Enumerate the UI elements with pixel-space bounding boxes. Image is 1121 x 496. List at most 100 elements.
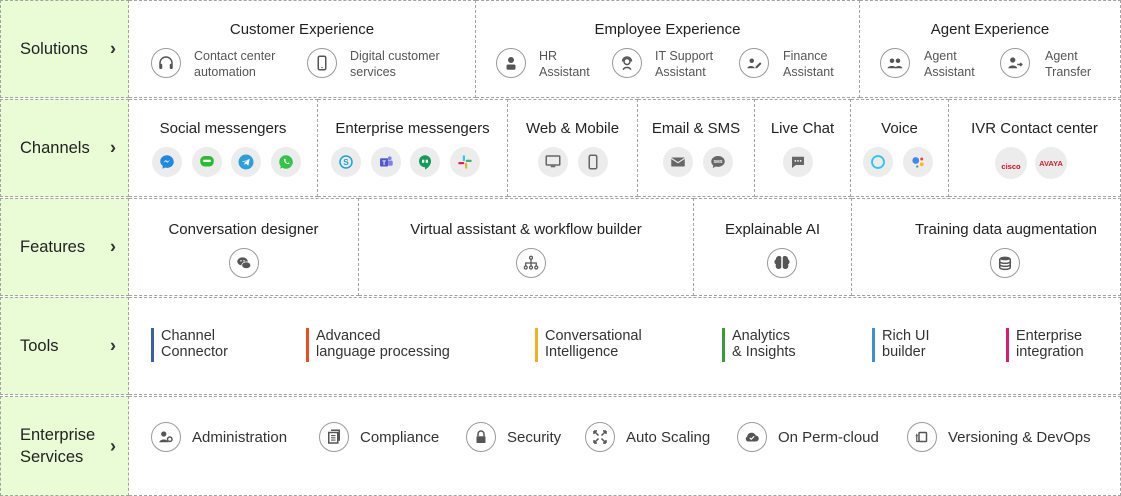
email-icon bbox=[663, 147, 693, 177]
service-versioning-devops[interactable]: Versioning & DevOps bbox=[907, 422, 1091, 452]
compliance-icon bbox=[319, 422, 349, 452]
tool-label: Channel bbox=[161, 328, 216, 344]
desktop-icon bbox=[538, 147, 568, 177]
hangouts-icon bbox=[410, 147, 440, 177]
channel-ivr-contact-center[interactable]: IVR Contact center cisco AVAYA bbox=[949, 99, 1121, 197]
tool-label: Intelligence bbox=[545, 344, 619, 360]
service-auto-scaling[interactable]: Auto Scaling bbox=[585, 422, 710, 452]
chevron-right-icon: › bbox=[110, 38, 116, 59]
google-assistant-icon bbox=[903, 147, 933, 177]
solution-title: Agent Experience bbox=[930, 21, 1050, 38]
solution-title: Employee Experience bbox=[594, 21, 741, 38]
channel-title: Voice bbox=[881, 120, 918, 137]
tool-label: builder bbox=[882, 344, 926, 360]
chevron-right-icon: › bbox=[110, 137, 116, 158]
service-compliance[interactable]: Compliance bbox=[319, 422, 439, 452]
feature-conversation-designer[interactable]: Conversation designer bbox=[129, 198, 359, 296]
transfer-icon bbox=[1000, 48, 1030, 78]
tool-accent-bar bbox=[151, 328, 154, 362]
row-label-tools[interactable]: Tools › bbox=[0, 297, 129, 395]
channel-web-mobile[interactable]: Web & Mobile bbox=[508, 99, 638, 197]
line-icon bbox=[192, 147, 222, 177]
tool-accent-bar bbox=[872, 328, 875, 362]
chat-icon bbox=[783, 147, 813, 177]
service-on-perm-cloud[interactable]: On Perm-cloud bbox=[737, 422, 879, 452]
tool-label: language processing bbox=[316, 344, 450, 360]
tool-label: integration bbox=[1016, 344, 1084, 360]
tool-accent-bar bbox=[722, 328, 725, 362]
channel-enterprise-messengers[interactable]: Enterprise messengers S T bbox=[318, 99, 508, 197]
channel-email-sms[interactable]: Email & SMS SMS bbox=[638, 99, 755, 197]
workflow-icon bbox=[516, 248, 546, 278]
channel-title: Live Chat bbox=[770, 120, 835, 137]
service-label: Auto Scaling bbox=[626, 428, 711, 446]
row-features: Features › Conversation designer Virtual… bbox=[0, 198, 1121, 297]
channel-voice[interactable]: Voice bbox=[851, 99, 949, 197]
cisco-icon: cisco bbox=[995, 147, 1027, 179]
row-label-solutions[interactable]: Solutions › bbox=[0, 0, 129, 98]
tool-label: Connector bbox=[161, 344, 228, 360]
channel-title: Enterprise messengers bbox=[335, 120, 490, 137]
telegram-icon bbox=[231, 147, 261, 177]
feature-training-data[interactable]: Training data augmentation bbox=[852, 198, 1121, 296]
channel-live-chat[interactable]: Live Chat bbox=[755, 99, 851, 197]
support-agent-icon bbox=[612, 48, 642, 78]
feature-title: Conversation designer bbox=[168, 221, 319, 238]
avaya-icon: AVAYA bbox=[1035, 147, 1067, 179]
brain-icon bbox=[767, 248, 797, 278]
person-icon bbox=[496, 48, 526, 78]
feature-workflow-builder[interactable]: Virtual assistant & workflow builder bbox=[359, 198, 694, 296]
phone-icon bbox=[578, 147, 608, 177]
row-label-channels[interactable]: Channels › bbox=[0, 99, 129, 197]
tool-label: Rich UI bbox=[882, 328, 930, 344]
skype-icon: S bbox=[331, 147, 361, 177]
tool-label: Enterprise bbox=[1016, 328, 1083, 344]
svg-text:S: S bbox=[343, 158, 349, 167]
services-panel: Administration Compliance Security Auto … bbox=[129, 396, 1121, 496]
row-label-text: Enterprise Services bbox=[20, 426, 96, 466]
tool-analytics-insights[interactable]: Analytics& Insights bbox=[722, 328, 796, 362]
row-solutions: Solutions › Customer Experience Contact … bbox=[0, 0, 1121, 99]
service-label: Security bbox=[507, 428, 562, 446]
channel-title: Email & SMS bbox=[651, 120, 741, 137]
service-label: Versioning & DevOps bbox=[948, 428, 1091, 446]
tool-label: & Insights bbox=[732, 344, 796, 360]
row-label-text: Features bbox=[20, 237, 86, 256]
alexa-icon bbox=[863, 147, 893, 177]
tool-label: Advanced bbox=[316, 328, 381, 344]
channel-title: Social messengers bbox=[159, 120, 287, 137]
solution-title: Customer Experience bbox=[229, 21, 375, 38]
cisco-logo-text: cisco bbox=[1001, 161, 1021, 171]
row-label-features[interactable]: Features › bbox=[0, 198, 129, 296]
tool-accent-bar bbox=[535, 328, 538, 362]
chevron-right-icon: › bbox=[110, 335, 116, 356]
service-security[interactable]: Security bbox=[466, 422, 561, 452]
feature-explainable-ai[interactable]: Explainable AI bbox=[694, 198, 852, 296]
tool-label: Conversational bbox=[545, 328, 642, 344]
service-label: On Perm-cloud bbox=[778, 428, 879, 446]
sms-icon: SMS bbox=[703, 147, 733, 177]
edit-icon bbox=[739, 48, 769, 78]
row-label-text: Channels bbox=[20, 138, 90, 157]
row-label-enterprise[interactable]: Enterprise Services › bbox=[0, 396, 129, 496]
tool-label: Analytics bbox=[732, 328, 791, 344]
mobile-icon bbox=[307, 48, 337, 78]
service-label: Administration bbox=[192, 428, 288, 446]
service-administration[interactable]: Administration bbox=[151, 422, 287, 452]
messenger-icon bbox=[152, 147, 182, 177]
channel-social-messengers[interactable]: Social messengers bbox=[129, 99, 318, 197]
teams-icon: T bbox=[371, 147, 401, 177]
